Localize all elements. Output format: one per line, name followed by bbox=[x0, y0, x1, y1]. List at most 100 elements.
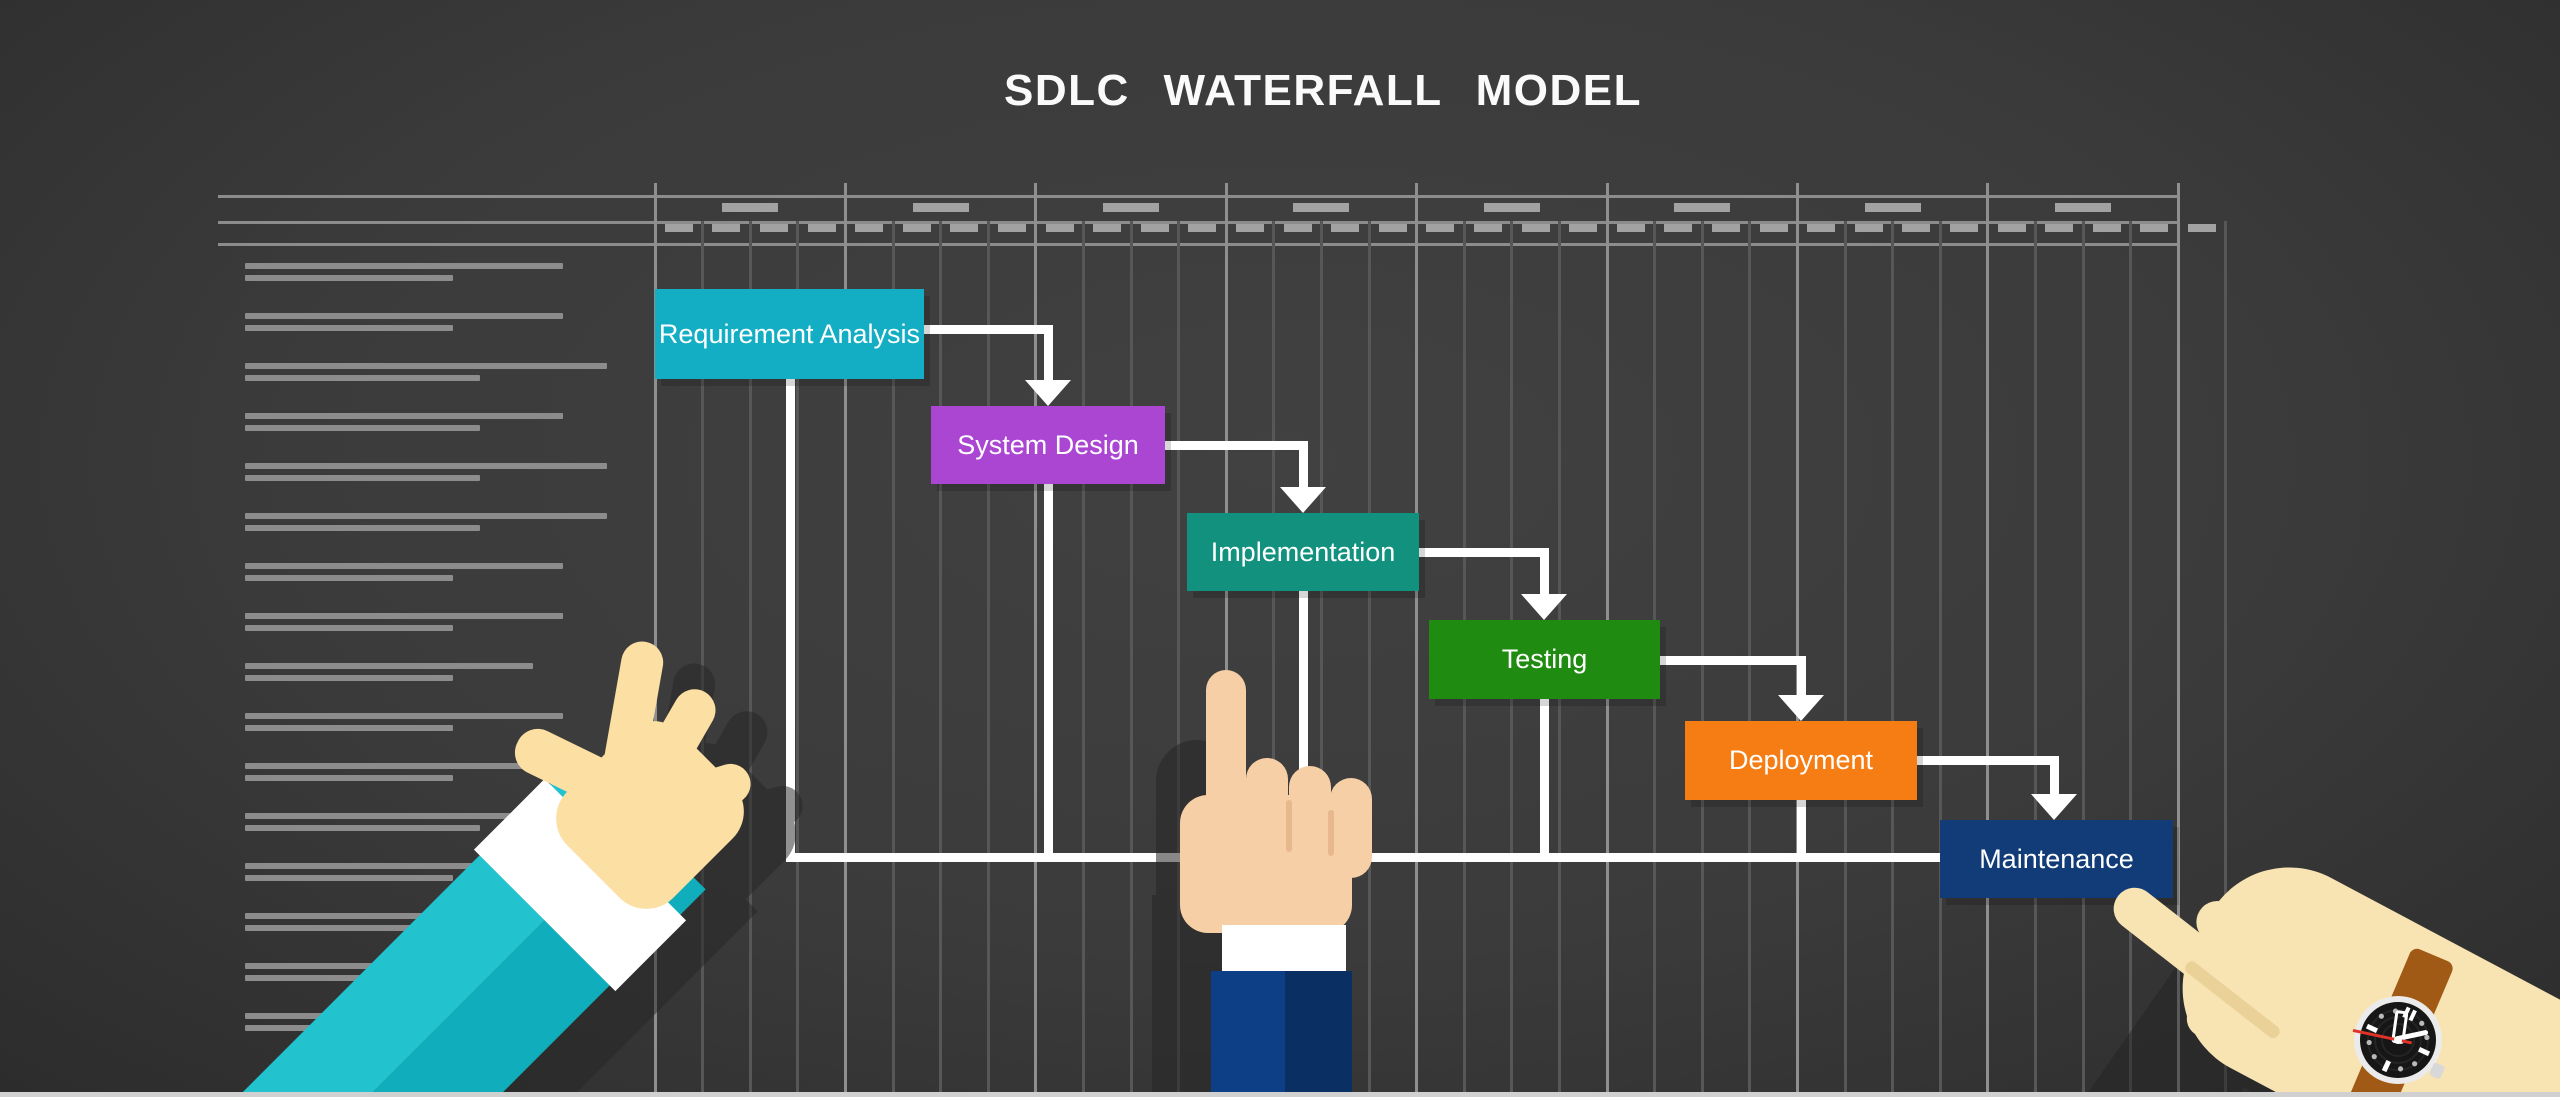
connector-vertical bbox=[1539, 547, 1549, 596]
task-name-placeholder-short bbox=[245, 625, 453, 631]
task-name-placeholder-short bbox=[245, 775, 453, 781]
grid-line-v bbox=[1367, 221, 1371, 1092]
task-name-placeholder-long bbox=[245, 713, 563, 719]
day-label-placeholder bbox=[1616, 224, 1645, 232]
day-label-placeholder bbox=[1045, 224, 1074, 232]
task-name-placeholder-short bbox=[245, 725, 453, 731]
grid-line-v bbox=[748, 221, 752, 1092]
phase-system-design: System Design bbox=[931, 406, 1165, 484]
task-name-placeholder-short bbox=[245, 875, 453, 881]
task-name-placeholder-long bbox=[245, 663, 533, 669]
task-name-placeholder-long bbox=[245, 913, 583, 919]
grid-major-tick bbox=[653, 183, 657, 195]
task-name-placeholder-long bbox=[245, 263, 563, 269]
day-label-placeholder bbox=[1188, 224, 1217, 232]
watch-crown bbox=[2429, 1062, 2445, 1079]
day-label-placeholder bbox=[1997, 224, 2026, 232]
task-name-placeholder-short bbox=[245, 375, 480, 381]
grid-line-v bbox=[1129, 221, 1133, 1092]
right-index-finger bbox=[2113, 887, 2289, 1039]
task-name-placeholder-long bbox=[245, 763, 563, 769]
grid-line-v bbox=[1034, 195, 1038, 1092]
grid-line-v bbox=[1843, 221, 1847, 1092]
grid-line-v bbox=[1081, 221, 1085, 1092]
day-label-placeholder bbox=[855, 224, 884, 232]
connector-arrowhead bbox=[1025, 380, 1071, 406]
left-hand-cuff bbox=[473, 778, 687, 992]
connector-arrowhead bbox=[2031, 794, 2077, 820]
feedback-line-vertical bbox=[1298, 591, 1308, 862]
task-name-placeholder-long bbox=[245, 563, 563, 569]
center-hand-sleeve bbox=[1211, 971, 1352, 1097]
day-label-placeholder bbox=[1569, 224, 1598, 232]
grid-line-v bbox=[1986, 195, 1990, 1092]
grid-major-tick bbox=[1224, 183, 1228, 195]
day-label-placeholder bbox=[1712, 224, 1740, 232]
grid-line-v bbox=[1795, 195, 1799, 1092]
connector-vertical bbox=[1043, 324, 1053, 382]
task-name-placeholder-short bbox=[245, 925, 460, 931]
grid-major-tick bbox=[843, 183, 847, 195]
grid-major-tick bbox=[1415, 183, 1419, 195]
grid-major-tick bbox=[1034, 183, 1038, 195]
bottom-edge-strip bbox=[0, 1092, 2560, 1097]
grid-line-v bbox=[1224, 195, 1228, 1092]
connector-horizontal bbox=[924, 324, 1053, 334]
grid-major-tick bbox=[1986, 183, 1990, 195]
day-label-placeholder bbox=[1521, 224, 1550, 232]
connector-arrowhead bbox=[1778, 695, 1824, 721]
grid-line-v bbox=[1938, 221, 1942, 1092]
phase-implementation: Implementation bbox=[1187, 513, 1419, 591]
day-label-placeholder bbox=[2140, 224, 2169, 232]
feedback-line-vertical bbox=[1539, 699, 1549, 862]
month-label-placeholder bbox=[1864, 203, 1921, 212]
knuckle-creases bbox=[1286, 800, 1334, 856]
day-label-placeholder bbox=[1807, 224, 1836, 232]
day-label-placeholder bbox=[1854, 224, 1883, 232]
grid-line-v bbox=[939, 221, 943, 1092]
day-label-placeholder bbox=[1759, 224, 1788, 232]
day-label-placeholder bbox=[1378, 224, 1407, 232]
grid-line-v bbox=[653, 195, 657, 1092]
task-name-placeholder-short bbox=[245, 325, 453, 331]
watch-hands bbox=[2352, 1010, 2429, 1045]
month-label-placeholder bbox=[722, 203, 779, 212]
grid-header-line bbox=[218, 243, 2178, 246]
grid-header-line bbox=[218, 221, 2178, 224]
day-label-placeholder bbox=[807, 224, 836, 232]
left-hand-palm bbox=[556, 721, 744, 909]
task-name-placeholder-short bbox=[245, 425, 480, 431]
grid-line-v bbox=[2033, 221, 2037, 1092]
day-label-placeholder bbox=[2188, 224, 2216, 232]
day-label-placeholder bbox=[1140, 224, 1169, 232]
task-name-placeholder-long bbox=[245, 613, 563, 619]
day-label-placeholder bbox=[760, 224, 788, 232]
pointing-hand-with-watch bbox=[2049, 867, 2560, 1097]
grid-line-v bbox=[2224, 221, 2228, 1092]
month-label-placeholder bbox=[1293, 203, 1350, 212]
center-hand-cuff bbox=[1222, 925, 1346, 975]
day-label-placeholder bbox=[902, 224, 931, 232]
grid-header-line bbox=[218, 195, 2178, 198]
grid-line-v bbox=[1891, 221, 1895, 1092]
grid-major-tick bbox=[1795, 183, 1799, 195]
feedback-line-vertical bbox=[1796, 800, 1806, 862]
day-label-placeholder bbox=[2045, 224, 2074, 232]
task-name-placeholder-long bbox=[245, 463, 607, 469]
day-label-placeholder bbox=[2092, 224, 2121, 232]
day-label-placeholder bbox=[1474, 224, 1502, 232]
grid-line-v bbox=[843, 195, 847, 1092]
grid-major-tick bbox=[1605, 183, 1609, 195]
connector-vertical bbox=[1298, 440, 1308, 489]
grid-line-v bbox=[986, 221, 990, 1092]
pointing-hand bbox=[1152, 670, 1372, 1097]
right-hand-palm bbox=[2182, 867, 2560, 1097]
grid-line-v bbox=[1319, 221, 1323, 1092]
connector-horizontal bbox=[1917, 755, 2059, 765]
month-label-placeholder bbox=[1674, 203, 1731, 212]
grid-line-v bbox=[2129, 221, 2133, 1092]
